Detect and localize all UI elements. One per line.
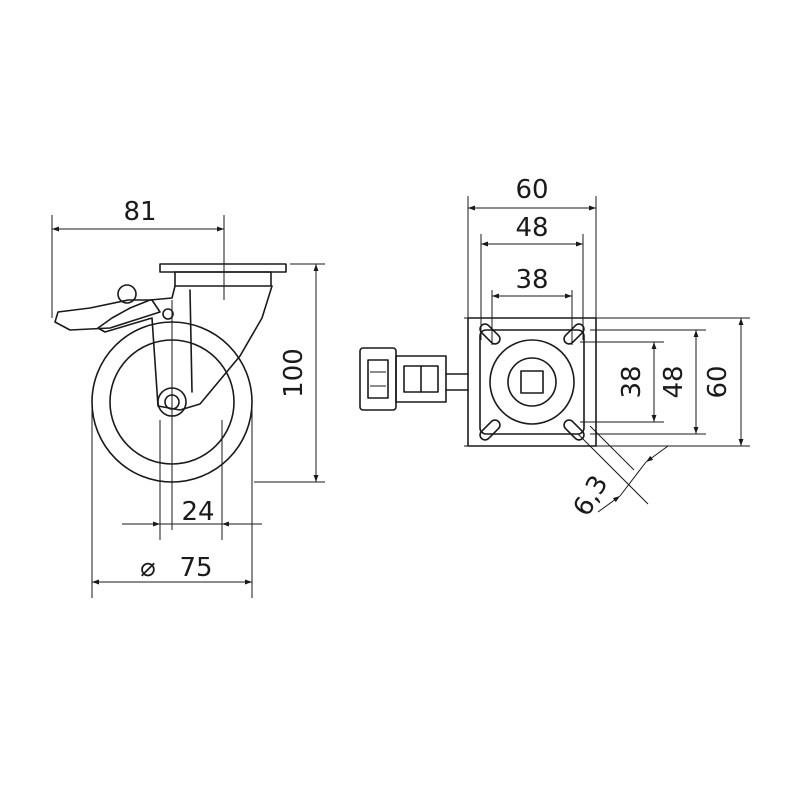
slot-bottom-left: [479, 419, 501, 441]
dimension-48-horizontal: 48: [480, 213, 584, 340]
dimension-label-60-side: 60: [703, 365, 733, 398]
slot-top-right: [563, 323, 585, 345]
kingpin-nut: [520, 370, 544, 394]
brake-lever: [54, 299, 161, 331]
dimension-48-vertical: 48: [590, 329, 706, 435]
dimension-label-81: 81: [123, 197, 156, 227]
dimension-60-horizontal: 60: [467, 175, 597, 318]
slot-top-left: [479, 323, 501, 345]
dimension-diameter-75: ⌀ 75: [91, 402, 253, 598]
swivel-ring: [489, 339, 575, 425]
dimension-label-60-top: 60: [515, 175, 548, 205]
top-plate: [159, 263, 287, 273]
dimension-60-vertical: 60: [600, 317, 750, 446]
fork: [97, 285, 273, 411]
side-view: [54, 263, 287, 530]
dimension-38-vertical: 38: [580, 341, 664, 423]
plate-inner: [479, 329, 585, 435]
rivet: [162, 308, 174, 320]
brake-pivot: [117, 284, 137, 304]
dimension-label-100: 100: [279, 348, 309, 398]
brake-assembly-top: [359, 347, 469, 411]
dimension-label-6-3: 6,3: [568, 471, 615, 522]
dimension-label-48-top: 48: [515, 213, 548, 243]
brake-housing: [395, 355, 447, 403]
dimension-81: 81: [51, 197, 225, 318]
dimension-24: 24: [122, 420, 262, 540]
dimension-label-24: 24: [181, 497, 214, 527]
brake-pad: [367, 359, 389, 399]
dimension-label-48-side: 48: [659, 365, 689, 398]
top-view: [359, 317, 750, 447]
dimension-label-75: 75: [179, 553, 212, 583]
dimension-100: 100: [254, 263, 325, 483]
kingpin-ring: [507, 357, 557, 407]
swivel-head: [174, 271, 272, 287]
dimension-label-38-side: 38: [617, 365, 647, 398]
brake-pedal: [359, 347, 397, 411]
fork-edge: [189, 289, 193, 393]
dimension-38-horizontal: 38: [491, 265, 573, 345]
dimension-6-3: 6,3: [568, 425, 669, 522]
dimension-label-38-top: 38: [515, 265, 548, 295]
diameter-symbol: ⌀: [140, 553, 156, 583]
